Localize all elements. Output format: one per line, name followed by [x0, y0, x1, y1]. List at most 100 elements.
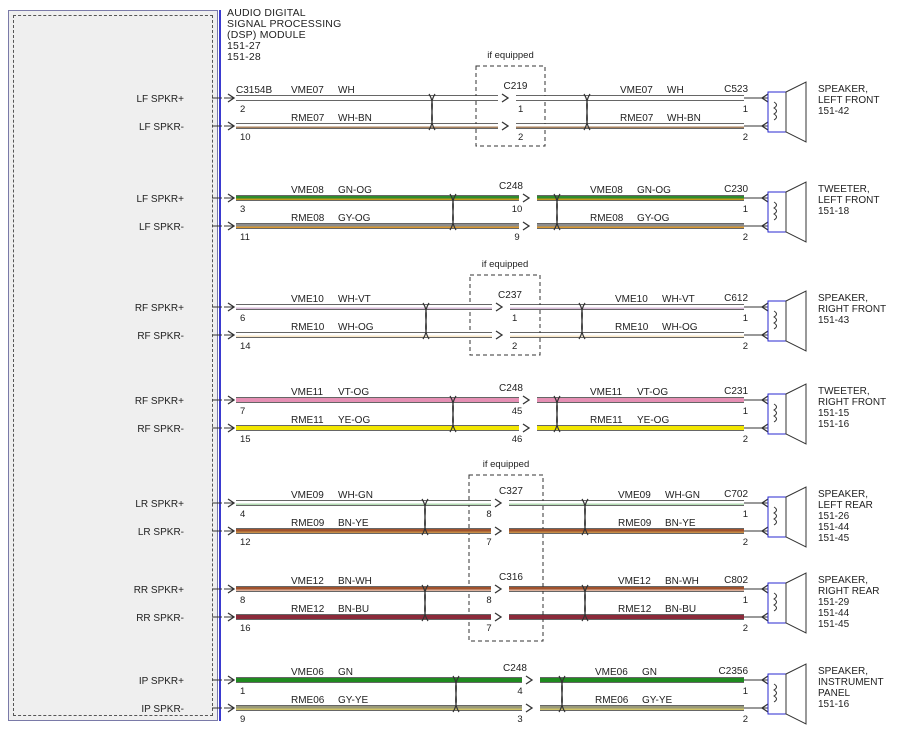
source-pin-number: 15 [240, 434, 251, 445]
device-label-line: TWEETER, [818, 386, 870, 397]
twisted-pair-icon [553, 193, 561, 231]
wire-color-left: WH-VT [338, 294, 371, 305]
mid-pin-number: 3 [517, 714, 522, 725]
wire-color-right: BN-BU [665, 604, 696, 615]
wire-color-right: VT-OG [637, 387, 668, 398]
device-label-line: LEFT REAR [818, 500, 873, 511]
device-label-line: 151-45 [818, 619, 850, 630]
pin-label: LF SPKR- [139, 122, 184, 133]
circuit-id-right: RME08 [590, 213, 624, 224]
tweeter-icon [767, 383, 807, 445]
end-pin-number: 2 [743, 232, 748, 243]
end-pin-number: 2 [743, 132, 748, 143]
device-coil [773, 101, 777, 121]
connector-arrow-icon [522, 221, 531, 231]
circuit-id-left: VME12 [291, 576, 324, 587]
end-connector-label: C523 [724, 84, 748, 95]
speaker-icon [767, 572, 807, 634]
circuit-id-right: RME06 [595, 695, 629, 706]
device-cone [785, 81, 807, 143]
device-label-line: SPEAKER, [818, 666, 868, 677]
tweeter-icon [767, 181, 807, 243]
circuit-id-left: VME08 [291, 185, 324, 196]
wire-color-right: WH-BN [667, 113, 701, 124]
end-pin-number: 2 [743, 341, 748, 352]
mid-connector-label: C316 [499, 572, 523, 583]
device-body [767, 582, 787, 624]
optional-connector-box [469, 274, 541, 356]
circuit-id-left: RME10 [291, 322, 325, 333]
source-pin-number: 2 [240, 104, 245, 115]
twisted-pair-icon [581, 584, 589, 622]
end-pin-number: 2 [743, 537, 748, 548]
wire-color-left: GY-YE [338, 695, 369, 706]
circuit-id-right: VME09 [618, 490, 651, 501]
pin-label: LF SPKR+ [136, 194, 184, 205]
device-body [767, 300, 787, 342]
device-label-line: SPEAKER, [818, 84, 868, 95]
mid-pin-number: 10 [512, 204, 523, 215]
pin-label: RF SPKR+ [135, 303, 184, 314]
device-body [767, 191, 787, 233]
wire-color-left: GN-OG [338, 185, 372, 196]
end-connector-label: C702 [724, 489, 748, 500]
circuit-id-right: VME11 [590, 387, 622, 398]
wire-color-right: WH [667, 85, 684, 96]
end-pin-number: 1 [743, 104, 748, 115]
wire-color-right: BN-YE [665, 518, 696, 529]
mid-connector-label: C248 [503, 663, 527, 674]
end-pin-number: 1 [743, 204, 748, 215]
mid-pin-number: 9 [514, 232, 519, 243]
source-pin-number: 14 [240, 341, 251, 352]
circuit-id-right: RME12 [618, 604, 652, 615]
circuit-id-left: VME09 [291, 490, 324, 501]
wire-color-right: GY-YE [642, 695, 673, 706]
speaker-icon [767, 290, 807, 352]
circuit-id-left: VME11 [291, 387, 323, 398]
circuit-id-left: RME09 [291, 518, 325, 529]
mid-pin-number: 7 [486, 537, 491, 548]
device-cone [785, 181, 807, 243]
device-label-line: 151-44 [818, 608, 850, 619]
mid-connector-label: C248 [499, 181, 523, 192]
circuit-id-right: VME08 [590, 185, 623, 196]
device-label-line: 151-16 [818, 699, 850, 710]
twisted-pair-icon [422, 302, 430, 340]
pin-label: LR SPKR- [138, 527, 184, 538]
end-connector-label: C2356 [719, 666, 749, 677]
pin-label: IP SPKR+ [139, 676, 184, 687]
optional-connector-box [468, 474, 544, 642]
connector-arrow-icon [501, 93, 510, 103]
device-label-line: 151-42 [818, 106, 850, 117]
device-label-line: 151-26 [818, 511, 850, 522]
device-coil [773, 310, 777, 330]
connector-arrow-icon [495, 330, 504, 340]
device-cone [785, 572, 807, 634]
circuit-id-left: VME06 [291, 667, 324, 678]
wire-color-left: WH-BN [338, 113, 372, 124]
circuit-id-right: VME10 [615, 294, 648, 305]
device-coil [773, 506, 777, 526]
pin-label: RF SPKR- [137, 424, 184, 435]
circuit-id-right: RME09 [618, 518, 652, 529]
connector-arrow-icon [495, 302, 504, 312]
wire-color-left: GN [338, 667, 353, 678]
end-pin-number: 1 [743, 406, 748, 417]
twisted-pair-icon [421, 584, 429, 622]
optional-label: if equipped [482, 259, 528, 270]
dsp-module-inner-border [13, 15, 213, 716]
speaker-icon [767, 663, 807, 725]
wire-color-left: GY-OG [338, 213, 371, 224]
circuit-id-left: VME07 [291, 85, 324, 96]
circuit-id-right: RME11 [590, 415, 623, 426]
wire-color-left: YE-OG [338, 415, 370, 426]
twisted-pair-icon [553, 395, 561, 433]
connector-arrow-icon [494, 498, 503, 508]
pin-label: RR SPKR- [136, 613, 184, 624]
circuit-id-right: RME07 [620, 113, 654, 124]
